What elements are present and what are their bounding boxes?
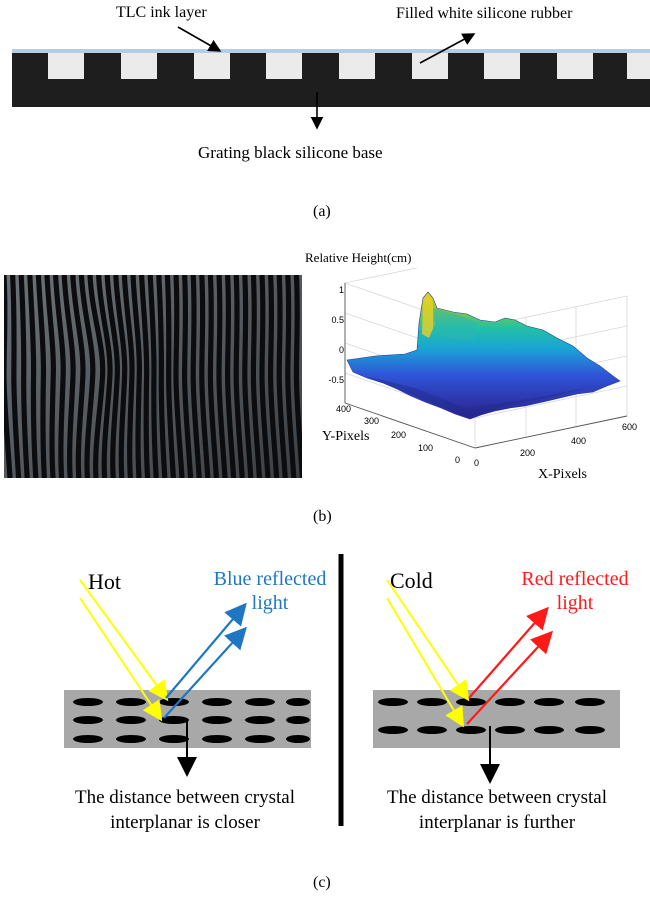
fringe-stripe <box>156 275 168 478</box>
fringe-stripe <box>121 275 135 478</box>
tlc-pointer-arrow <box>177 26 222 52</box>
fringe-stripe <box>259 275 271 478</box>
fringe-stripe <box>267 275 280 478</box>
fringe-stripe <box>285 275 297 478</box>
fringe-stripe <box>139 275 151 478</box>
red-reflected-line2: light <box>556 592 594 614</box>
fringe-stripe <box>27 275 39 478</box>
fringe-stripe <box>207 275 219 478</box>
fringe-stripe <box>242 275 254 478</box>
fringe-stripe <box>130 275 142 478</box>
fringe-stripe <box>61 275 76 478</box>
plot-title: Relative Height(cm) <box>305 250 412 265</box>
hot-incident-ray-2 <box>79 597 163 722</box>
fringe-stripe <box>147 275 159 478</box>
red-reflected-line1: Red reflected <box>521 568 629 590</box>
fringe-stripe <box>35 275 47 478</box>
y-axis-label: Y-Pixels <box>322 429 370 444</box>
fringe-stripe <box>250 275 262 478</box>
cold-reflected-ray-1 <box>468 606 549 699</box>
fringe-stripe <box>113 275 128 478</box>
hot-reflected-ray-1 <box>165 602 247 699</box>
fringe-stripe <box>53 275 66 478</box>
white-rubber-fillers <box>48 53 650 79</box>
fringe-photo <box>4 275 302 478</box>
z-tick-1: 1 <box>338 285 344 295</box>
hot-reflected-ray-2 <box>163 626 247 719</box>
cold-desc-line2: interplanar is further <box>418 812 576 833</box>
fringe-stripe <box>181 275 194 478</box>
z-tick-0: 0 <box>338 345 344 355</box>
height-surface <box>346 291 621 420</box>
cold-crystal-molecules <box>378 698 605 734</box>
blue-reflected-label: Blue reflected light <box>200 567 340 615</box>
caption-c: (c) <box>313 874 331 891</box>
fringe-stripe <box>44 275 56 478</box>
cold-incident-ray-1 <box>386 579 470 702</box>
fringe-stripe <box>199 275 211 478</box>
cold-reflected-ray-2 <box>466 630 553 725</box>
fringe-stripe <box>276 275 288 478</box>
blue-reflected-line1: Blue reflected <box>213 568 327 590</box>
hot-crystal-molecules <box>73 698 310 743</box>
y-tick-200: 200 <box>391 430 407 440</box>
fringe-stripe <box>104 275 120 478</box>
tlc-reflection-diagram <box>64 554 620 826</box>
fringe-stripe <box>216 275 228 478</box>
z-tick-0-5: 0.5 <box>331 315 344 325</box>
x-tick-200: 200 <box>520 448 536 458</box>
fringe-stripe <box>224 275 237 478</box>
fringe-stripe <box>4 275 13 478</box>
y-tick-0: 0 <box>455 455 461 465</box>
hot-desc-line1: The distance between crystal <box>75 787 295 808</box>
fringe-stripe <box>10 275 22 478</box>
height-surface-plot <box>344 268 628 449</box>
fringe-stripe <box>233 275 245 478</box>
y-tick-300: 300 <box>364 416 380 426</box>
y-tick-100: 100 <box>418 443 434 453</box>
y-tick-400: 400 <box>336 404 352 414</box>
grating-black-base <box>12 52 650 107</box>
hot-state-label: Hot <box>88 569 121 594</box>
red-reflected-label: Red reflected light <box>505 567 645 615</box>
z-tick-neg-0-5: -0.5 <box>328 375 344 385</box>
fringe-stripe <box>70 275 86 478</box>
fringe-stripe <box>190 275 202 478</box>
fringe-stripe <box>293 275 302 478</box>
x-tick-600: 600 <box>622 422 638 432</box>
fringe-stripe <box>18 275 30 478</box>
blue-reflected-line2: light <box>251 592 289 614</box>
tlc-layer-label: TLC ink layer <box>116 4 207 21</box>
hot-description: The distance between crystal interplanar… <box>35 785 335 835</box>
tlc-ink-layer <box>12 49 650 53</box>
cold-desc-line1: The distance between crystal <box>387 787 607 808</box>
hot-desc-line2: interplanar is closer <box>110 812 260 833</box>
fringe-stripe <box>87 275 106 478</box>
rubber-pointer-arrow <box>419 33 476 64</box>
base-label: Grating black silicone base <box>198 143 383 162</box>
fringe-stripe <box>96 275 113 478</box>
fringe-stripe <box>164 275 176 478</box>
caption-a: (a) <box>313 203 331 220</box>
fringe-stripe <box>78 275 96 478</box>
axes <box>344 283 628 449</box>
x-tick-400: 400 <box>571 436 587 446</box>
fringe-stripe <box>173 275 185 478</box>
rubber-label: Filled white silicone rubber <box>396 5 573 22</box>
cold-description: The distance between crystal interplanar… <box>347 785 647 835</box>
x-tick-0: 0 <box>474 458 480 468</box>
caption-b: (b) <box>313 508 332 525</box>
hot-incident-ray-1 <box>79 579 169 702</box>
cold-incident-ray-2 <box>386 597 465 728</box>
x-axis-label: X-Pixels <box>538 467 587 482</box>
grating-structure-diagram <box>12 26 650 130</box>
cold-state-label: Cold <box>390 568 433 593</box>
